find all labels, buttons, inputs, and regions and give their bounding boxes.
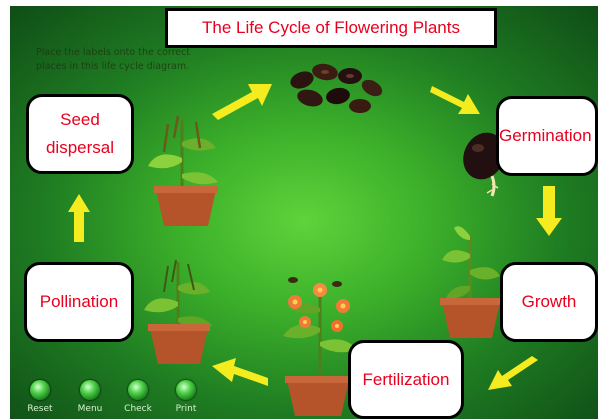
page-title-text: The Life Cycle of Flowering Plants <box>202 18 460 38</box>
label-seed-dispersal-line2: dispersal <box>46 134 114 162</box>
reset-button[interactable]: Reset <box>22 380 58 414</box>
label-seed-dispersal-line1: Seed <box>60 106 100 134</box>
label-germination[interactable]: Germination <box>496 96 598 176</box>
check-button[interactable]: Check <box>120 380 156 414</box>
menu-button[interactable]: Menu <box>72 380 108 414</box>
label-seed-dispersal[interactable]: Seed dispersal <box>26 94 134 174</box>
arrow-up-right-icon <box>206 78 276 120</box>
label-pollination[interactable]: Pollination <box>24 262 134 342</box>
activity-stage: Place the labels onto the correct places… <box>10 6 598 419</box>
instructions-line-1: Place the labels onto the correct <box>36 46 246 60</box>
label-germination-text: Germination <box>499 122 592 150</box>
seed-dispersal-pot-image <box>154 186 218 226</box>
print-button-icon <box>176 380 196 400</box>
instructions-text: Place the labels onto the correct places… <box>36 46 246 74</box>
arrow-down-left-icon <box>486 356 542 396</box>
label-fertilization[interactable]: Fertilization <box>348 340 464 419</box>
arrow-down-right-icon <box>428 78 484 118</box>
label-pollination-text: Pollination <box>40 288 118 316</box>
page-title: The Life Cycle of Flowering Plants <box>165 8 497 48</box>
arrow-up-icon <box>68 194 90 242</box>
instructions-line-2: places in this life cycle diagram. <box>36 60 246 74</box>
flowering-pot-image <box>285 376 351 416</box>
check-button-label: Check <box>120 404 156 414</box>
arrow-left-up-icon <box>212 358 270 392</box>
pollination-pot-image <box>148 324 210 364</box>
reset-button-icon <box>30 380 50 400</box>
arrow-down-icon <box>536 186 562 236</box>
seeds-image <box>280 58 400 118</box>
print-button[interactable]: Print <box>168 380 204 414</box>
menu-button-icon <box>80 380 100 400</box>
print-button-label: Print <box>168 404 204 414</box>
label-fertilization-text: Fertilization <box>363 366 450 394</box>
check-button-icon <box>128 380 148 400</box>
label-growth[interactable]: Growth <box>500 262 598 342</box>
reset-button-label: Reset <box>22 404 58 414</box>
menu-button-label: Menu <box>72 404 108 414</box>
label-growth-text: Growth <box>522 288 577 316</box>
seedling-pot-image <box>440 298 502 340</box>
